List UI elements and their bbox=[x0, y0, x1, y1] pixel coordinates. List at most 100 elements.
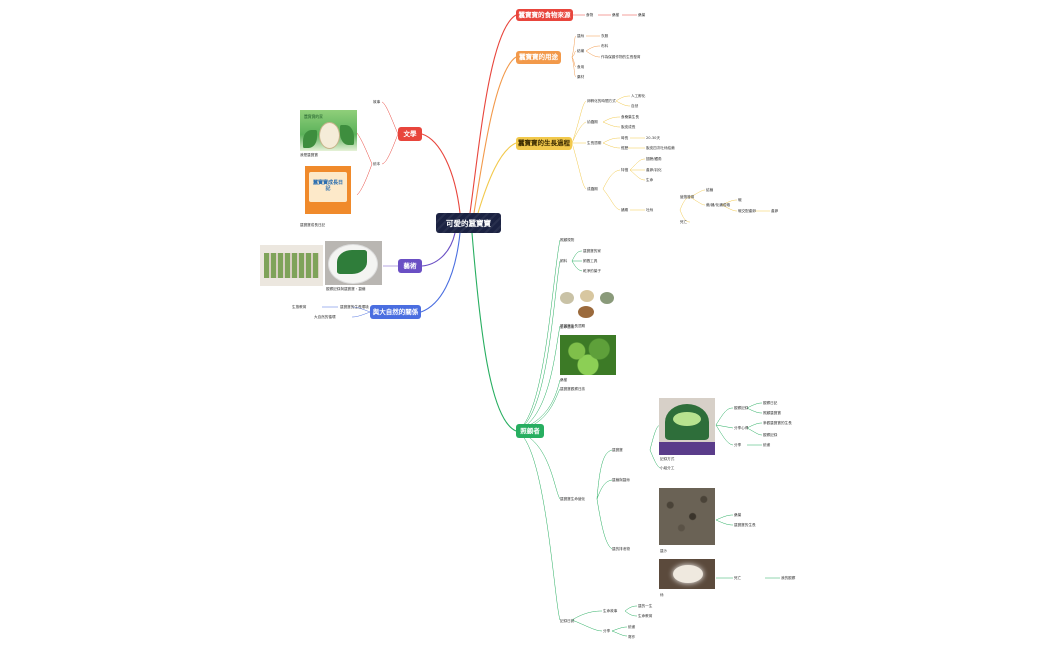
obs-35: 寫作 bbox=[628, 634, 636, 639]
obs-24: 桑葉 bbox=[734, 512, 742, 517]
topic-growth[interactable]: 蠶寶寶的生長過程 bbox=[516, 137, 572, 150]
obs-14: 觀察日記 bbox=[763, 400, 778, 405]
obs-27: 死亡 bbox=[734, 575, 742, 580]
growth-20: 結繭 bbox=[706, 187, 714, 192]
obs-26: 絲 bbox=[660, 592, 664, 597]
obs-5: 乾淨的葉子 bbox=[583, 268, 601, 273]
egg-circle bbox=[560, 292, 574, 304]
literature-picturebook: 繪本 bbox=[373, 161, 381, 166]
topic-nature-label: 與大自然的關係 bbox=[372, 307, 419, 316]
literature-branch bbox=[356, 101, 399, 196]
topic-growth-label: 蠶寶寶的生長過程 bbox=[518, 139, 570, 148]
obs-8: 蠶寶寶觀察日誌 bbox=[560, 386, 586, 391]
topic-use[interactable]: 蠶寶寶的用途 bbox=[516, 51, 561, 64]
topic-nature[interactable]: 與大自然的關係 bbox=[370, 305, 421, 319]
tray-grid bbox=[264, 253, 319, 278]
observation-branch bbox=[515, 239, 780, 637]
use-branch bbox=[571, 35, 601, 78]
book-2-caption: 蠶寶寶成長日記 bbox=[300, 223, 326, 227]
topic-literature[interactable]: 文學 bbox=[398, 127, 422, 141]
growth-2: 人工孵化 bbox=[631, 93, 646, 98]
growth-7: 生長週期 bbox=[587, 140, 602, 145]
topic-literature-label: 文學 bbox=[403, 129, 417, 138]
observation-labels: 照顧規則 飼料 蠶寶寶的家 飼養工具 乾淨的葉子 生命週期 桑樹 蠶寶寶觀察日誌… bbox=[560, 237, 796, 639]
growth-9: 20-30天 bbox=[646, 136, 660, 140]
growth-labels: 卵孵化的時間方式 人工孵化 自然 幼蟲期 食桑葉生長 脫皮成長 生長週期 時長 … bbox=[587, 93, 779, 224]
obs-17: 參觀蠶寶寶的生長 bbox=[763, 420, 792, 425]
topic-observation[interactable]: 照顧者 bbox=[516, 424, 544, 438]
growth-11: 脫皮四次吐絲結繭 bbox=[646, 145, 675, 150]
growth-6: 脫皮成長 bbox=[621, 124, 636, 129]
art-tray-image bbox=[260, 245, 323, 286]
nature-labels: 蠶寶寶的生長環境 生態教育 大自然的循環 bbox=[292, 304, 369, 319]
growth-12: 成蟲期 bbox=[587, 186, 598, 191]
topic-art[interactable]: 藝術 bbox=[398, 259, 422, 273]
obs-4: 飼養工具 bbox=[583, 258, 598, 263]
growth-13: 特徵 bbox=[621, 167, 629, 172]
cocoon-silk bbox=[673, 565, 703, 583]
use-item-1: 蠶絲 bbox=[577, 33, 585, 38]
origin-food: 食物 bbox=[586, 12, 594, 17]
art-plate-image bbox=[325, 241, 382, 285]
larva-circle bbox=[580, 290, 594, 302]
obs-31: 蠶的一生 bbox=[638, 603, 653, 608]
growth-8: 時長 bbox=[621, 135, 629, 140]
growth-1: 卵孵化的時間方式 bbox=[587, 98, 616, 103]
growth-10: 經歷 bbox=[621, 145, 629, 150]
nature-branch bbox=[322, 306, 371, 318]
life-cycle-caption: 蠶寶寶生長週期 bbox=[560, 324, 586, 328]
silkworm-house-image bbox=[659, 398, 715, 455]
growth-branch bbox=[571, 95, 770, 223]
branch-lines bbox=[420, 14, 517, 432]
leaf-shape bbox=[303, 130, 317, 148]
growth-16: 生命 bbox=[646, 177, 654, 182]
use-item-2: 衣服 bbox=[601, 33, 609, 38]
obs-12: 小組分工 bbox=[660, 465, 675, 470]
obs-29: 記錄日誌 bbox=[560, 618, 575, 623]
nature-c: 大自然的循環 bbox=[314, 314, 336, 319]
book-cover-2-image: 蠶寶寶成長日記 bbox=[305, 166, 351, 214]
obs-28: 我的觀察 bbox=[781, 575, 796, 580]
life-cycle-image bbox=[560, 290, 616, 320]
obs-32: 生命教育 bbox=[638, 613, 653, 618]
growth-4: 幼蟲期 bbox=[587, 119, 598, 124]
leaf-shape bbox=[337, 250, 367, 274]
obs-11: 記錄方式 bbox=[660, 456, 675, 461]
leaf-shape bbox=[319, 122, 340, 149]
topic-use-label: 蠶寶寶的用途 bbox=[519, 53, 558, 62]
literature-story: 故事 bbox=[373, 99, 381, 104]
growth-15: 產卵/羽化 bbox=[646, 167, 662, 172]
book-cover-1-image: 蠶寶寶的家 bbox=[300, 110, 357, 151]
growth-22: 蛾 bbox=[738, 197, 742, 202]
growth-23: 蛾交配產卵 bbox=[738, 208, 756, 213]
growth-25: 死亡 bbox=[680, 219, 688, 224]
use-labels: 蠶絲 衣服 紡織 布料 作為保護作物的生長發育 食用 藥材 bbox=[577, 33, 641, 79]
obs-6: 生命週期 bbox=[560, 324, 575, 329]
nature-b: 生態教育 bbox=[292, 304, 307, 309]
topic-origin[interactable]: 蠶寶寶的食物來源 bbox=[516, 9, 573, 21]
obs-33: 分享 bbox=[603, 628, 611, 633]
use-item-6: 食用 bbox=[577, 64, 585, 69]
obs-2: 飼料 bbox=[560, 258, 568, 263]
house-window bbox=[673, 412, 701, 426]
mulberry-leaves-image bbox=[560, 335, 616, 375]
growth-5: 食桑葉生長 bbox=[621, 114, 639, 119]
growth-3: 自然 bbox=[631, 103, 639, 108]
use-item-3: 紡織 bbox=[577, 48, 585, 53]
cocoon-circle bbox=[578, 306, 594, 318]
growth-21: 繭/蛹/化蛹成蛾 bbox=[706, 202, 730, 207]
origin-tree: 桑樹 bbox=[612, 12, 620, 17]
root-topic[interactable]: 可愛的蠶寶寶 bbox=[436, 213, 501, 233]
root-topic-label: 可愛的蠶寶寶 bbox=[446, 218, 491, 228]
nature-a: 蠶寶寶的生長環境 bbox=[340, 304, 369, 309]
silk-cocoon-image bbox=[659, 559, 715, 589]
topic-art-label: 藝術 bbox=[403, 261, 417, 270]
use-item-4: 布料 bbox=[601, 43, 609, 48]
obs-25: 蠶寶寶的生長 bbox=[734, 522, 756, 527]
obs-9: 蠶寶寶生命變化 bbox=[560, 496, 586, 501]
obs-21: 蠶繭與蠶絲 bbox=[612, 477, 630, 482]
obs-19: 分享 bbox=[734, 442, 742, 447]
obs-1: 照顧規則 bbox=[560, 237, 575, 242]
book-cover-2-title: 蠶寶寶成長日記 bbox=[312, 180, 343, 192]
origin-leaf: 桑葉 bbox=[638, 12, 646, 17]
